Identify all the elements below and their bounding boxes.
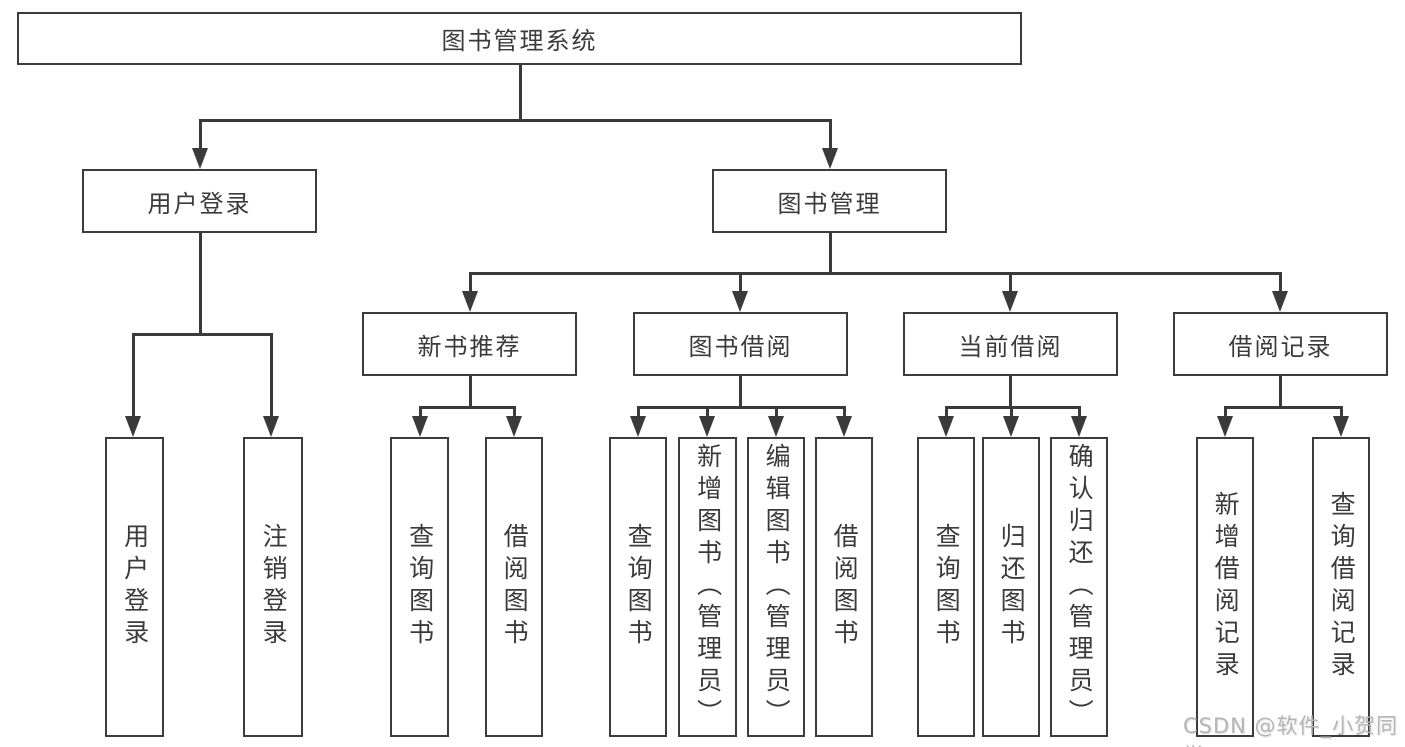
node-new-book-recommend-label: 新书推荐 [417,332,522,361]
arrow-down-icon [822,148,838,169]
leaf-nbr-query-books: 查询图书 [390,437,449,737]
arrow-down-icon [1333,416,1349,437]
arrow-down-icon [699,416,715,437]
arrow-down-icon [836,416,852,437]
leaf-nbr-borrow-books: 借阅图书 [485,437,543,737]
node-user-login-label: 用户登录 [147,189,252,218]
leaf-logout: 注销登录 [243,437,303,737]
connector-line [775,406,778,419]
node-root-label: 图书管理系统 [441,27,598,55]
arrow-down-icon [768,416,784,437]
leaf-bb-borrow-books: 借阅图书 [815,437,873,737]
node-book-borrow-label: 图书借阅 [688,332,793,361]
leaf-cb-return-books-label: 归还图书 [997,523,1027,651]
connector-line [739,272,742,294]
leaf-user-login: 用户登录 [105,437,164,737]
connector-line [1340,406,1343,419]
node-current-borrow: 当前借阅 [903,312,1118,376]
connector-line [1009,272,1012,294]
arrow-down-icon [412,416,428,437]
node-current-borrow-label: 当前借阅 [958,332,1063,361]
node-book-borrow: 图书借阅 [633,312,848,376]
connector-line [419,406,516,409]
leaf-user-login-label: 用户登录 [120,523,150,651]
connector-line [945,406,1081,409]
leaf-cb-confirm-return-admin: 确认归还（管理员） [1050,437,1108,737]
leaf-cb-query-books: 查询图书 [917,437,975,737]
leaf-br-query-record: 查询借阅记录 [1312,437,1370,737]
arrow-down-icon [462,291,478,312]
arrow-down-icon [1071,416,1087,437]
connector-line [829,119,832,151]
arrow-down-icon [1003,416,1019,437]
connector-line [1224,406,1343,409]
connector-line [199,119,202,151]
leaf-cb-return-books: 归还图书 [982,437,1040,737]
arrow-down-icon [1002,291,1018,312]
connector-line [132,333,273,336]
leaf-nbr-query-books-label: 查询图书 [405,523,435,651]
connector-line [843,406,846,419]
connector-line [1009,376,1012,409]
leaf-br-add-record: 新增借阅记录 [1196,437,1254,737]
arrow-down-icon [506,416,522,437]
leaf-bb-edit-book-admin-label: 编辑图书（管理员） [762,443,792,731]
leaf-cb-confirm-return-admin-label: 确认归还（管理员） [1065,443,1095,731]
connector-line [199,233,202,336]
connector-line [637,406,640,419]
leaf-br-query-record-label: 查询借阅记录 [1327,491,1357,683]
arrow-down-icon [192,148,208,169]
connector-line [519,65,522,121]
node-user-login: 用户登录 [82,169,317,233]
leaf-bb-query-books-label: 查询图书 [624,523,654,651]
connector-line [419,406,422,419]
connector-line [739,376,742,409]
connector-line [1078,406,1081,419]
arrow-down-icon [732,291,748,312]
leaf-bb-add-book-admin-label: 新增图书（管理员） [693,443,723,731]
node-new-book-recommend: 新书推荐 [362,312,577,376]
node-root: 图书管理系统 [17,12,1022,65]
leaf-bb-borrow-books-label: 借阅图书 [830,523,860,651]
arrow-down-icon [630,416,646,437]
leaf-bb-add-book-admin: 新增图书（管理员） [678,437,737,737]
leaf-br-add-record-label: 新增借阅记录 [1211,491,1241,683]
leaf-nbr-borrow-books-label: 借阅图书 [500,523,530,651]
connector-line [1224,406,1227,419]
connector-line [513,406,516,419]
connector-line [270,333,273,419]
arrow-down-icon [125,416,141,437]
leaf-bb-edit-book-admin: 编辑图书（管理员） [747,437,805,737]
connector-line [469,272,1282,275]
leaf-logout-label: 注销登录 [259,523,289,651]
watermark: CSDN @软件_小贺同学 [1183,714,1399,747]
connector-line [829,233,832,275]
arrow-down-icon [1217,416,1233,437]
connector-line [945,406,948,419]
node-book-management-label: 图书管理 [777,189,882,218]
connector-line [1279,272,1282,294]
leaf-bb-query-books: 查询图书 [609,437,667,737]
leaf-cb-query-books-label: 查询图书 [932,523,962,651]
connector-line [469,272,472,294]
node-borrow-records-label: 借阅记录 [1228,332,1333,361]
connector-line [706,406,709,419]
connector-line [1010,406,1013,419]
connector-line [132,333,135,419]
connector-line [469,376,472,409]
connector-line [637,406,846,409]
connector-line [1279,376,1282,409]
arrow-down-icon [1272,291,1288,312]
connector-line [199,119,832,122]
arrow-down-icon [263,416,279,437]
node-borrow-records: 借阅记录 [1173,312,1388,376]
arrow-down-icon [938,416,954,437]
node-book-management: 图书管理 [712,169,947,233]
